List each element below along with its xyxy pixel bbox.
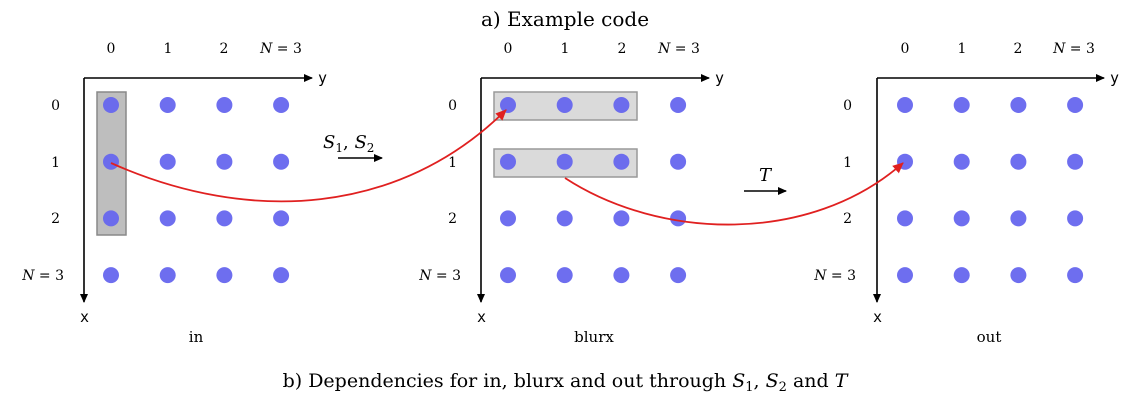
col-label-1: 1 bbox=[958, 41, 967, 57]
grid-dot bbox=[613, 267, 630, 284]
grid-dot bbox=[159, 97, 176, 113]
grid-dot bbox=[1010, 97, 1027, 113]
transform-label: S1, S2 bbox=[323, 132, 374, 155]
row-label-0: 0 bbox=[448, 98, 457, 114]
col-label-1: 1 bbox=[164, 41, 173, 57]
grid-dot bbox=[216, 153, 233, 170]
grid-dot bbox=[1067, 267, 1084, 284]
col-label-n: N = 3 bbox=[1052, 41, 1095, 57]
row-label-1: 1 bbox=[51, 155, 60, 171]
row-label-0: 0 bbox=[51, 98, 60, 114]
row-label-1: 1 bbox=[843, 155, 852, 171]
row-label-2: 2 bbox=[843, 211, 852, 227]
dependency-arrow-in-to-blurx bbox=[110, 109, 507, 203]
grid-dot bbox=[953, 267, 970, 284]
grid-dot bbox=[953, 97, 970, 113]
grid-dot bbox=[103, 267, 119, 284]
top-caption: a) Example code bbox=[481, 7, 649, 31]
row-label-2: 2 bbox=[448, 211, 457, 227]
grid-dot bbox=[897, 267, 913, 284]
grid-dot bbox=[897, 97, 913, 113]
grid-dot bbox=[273, 97, 290, 113]
grid-dot bbox=[556, 267, 573, 284]
row-label-1: 1 bbox=[448, 155, 457, 171]
col-label-n: N = 3 bbox=[259, 41, 302, 57]
y-axis-label: y bbox=[318, 69, 327, 87]
row-label-2: 2 bbox=[51, 211, 60, 227]
grid-dot bbox=[953, 153, 970, 170]
grid-dot bbox=[556, 210, 573, 227]
grid-dot bbox=[273, 153, 290, 170]
grid-dots bbox=[897, 97, 1084, 284]
grid-in: y x 0 1 2 N = 3 0 1 2 N = 3 in bbox=[21, 41, 327, 346]
grid-dot bbox=[216, 267, 233, 284]
grid-dot bbox=[273, 210, 290, 227]
col-label-2: 2 bbox=[618, 41, 627, 57]
transform-label: T bbox=[759, 165, 773, 186]
y-axis-label: y bbox=[715, 69, 724, 87]
grid-dot bbox=[670, 97, 687, 113]
col-label-1: 1 bbox=[561, 41, 570, 57]
grid-dot bbox=[500, 153, 516, 170]
row-label-n: N = 3 bbox=[813, 268, 856, 284]
transform-t: T bbox=[744, 165, 787, 195]
grid-dot bbox=[670, 153, 687, 170]
grid-dot bbox=[556, 97, 573, 113]
grid-dot bbox=[103, 210, 119, 227]
col-label-0: 0 bbox=[107, 41, 116, 57]
grid-dot bbox=[216, 210, 233, 227]
x-axis-label: x bbox=[477, 308, 486, 326]
grid-dot bbox=[613, 97, 630, 113]
col-label-2: 2 bbox=[220, 41, 229, 57]
grid-dot bbox=[159, 153, 176, 170]
row-label-n: N = 3 bbox=[418, 268, 461, 284]
grid-dot bbox=[670, 210, 687, 227]
grid-dot bbox=[613, 210, 630, 227]
grid-dot bbox=[500, 97, 516, 113]
grid-dot bbox=[103, 97, 119, 113]
grid-name: out bbox=[977, 328, 1002, 346]
grid-dot bbox=[1010, 267, 1027, 284]
grid-dot bbox=[216, 97, 233, 113]
grid-dot bbox=[500, 267, 516, 284]
grid-dot bbox=[103, 153, 119, 170]
x-axis-label: x bbox=[80, 308, 89, 326]
grid-out: y x 0 1 2 N = 3 0 1 2 N = 3 out bbox=[813, 41, 1119, 346]
grid-name: blurx bbox=[574, 328, 614, 346]
grid-dot bbox=[1067, 153, 1084, 170]
grid-dot bbox=[1067, 97, 1084, 113]
y-axis-label: y bbox=[1110, 69, 1119, 87]
grid-dot bbox=[1010, 210, 1027, 227]
row-label-0: 0 bbox=[843, 98, 852, 114]
grid-name: in bbox=[189, 328, 204, 346]
grid-dot bbox=[500, 210, 516, 227]
grid-dots bbox=[103, 97, 290, 284]
grid-dot bbox=[1010, 153, 1027, 170]
col-label-0: 0 bbox=[901, 41, 910, 57]
col-label-n: N = 3 bbox=[657, 41, 700, 57]
grid-dot bbox=[897, 210, 913, 227]
grid-dot bbox=[1067, 210, 1084, 227]
grid-dot bbox=[159, 210, 176, 227]
grid-dot bbox=[556, 153, 573, 170]
bottom-caption: b) Dependencies for in, blurx and out th… bbox=[283, 370, 849, 395]
grid-dot bbox=[159, 267, 176, 284]
x-axis-label: x bbox=[873, 308, 882, 326]
grid-dot bbox=[273, 267, 290, 284]
row-label-n: N = 3 bbox=[21, 268, 64, 284]
transform-s1-s2: S1, S2 bbox=[323, 132, 383, 162]
grid-dot bbox=[613, 153, 630, 170]
col-label-0: 0 bbox=[504, 41, 513, 57]
grid-dot bbox=[897, 153, 913, 170]
grid-dot bbox=[953, 210, 970, 227]
grid-dot bbox=[670, 267, 687, 284]
dependency-arrow-blurx-to-out bbox=[564, 162, 904, 226]
grid-dots bbox=[500, 97, 687, 284]
col-label-2: 2 bbox=[1014, 41, 1023, 57]
grid-blurx: y x 0 1 2 N = 3 0 1 2 N = 3 blurx bbox=[418, 41, 724, 346]
